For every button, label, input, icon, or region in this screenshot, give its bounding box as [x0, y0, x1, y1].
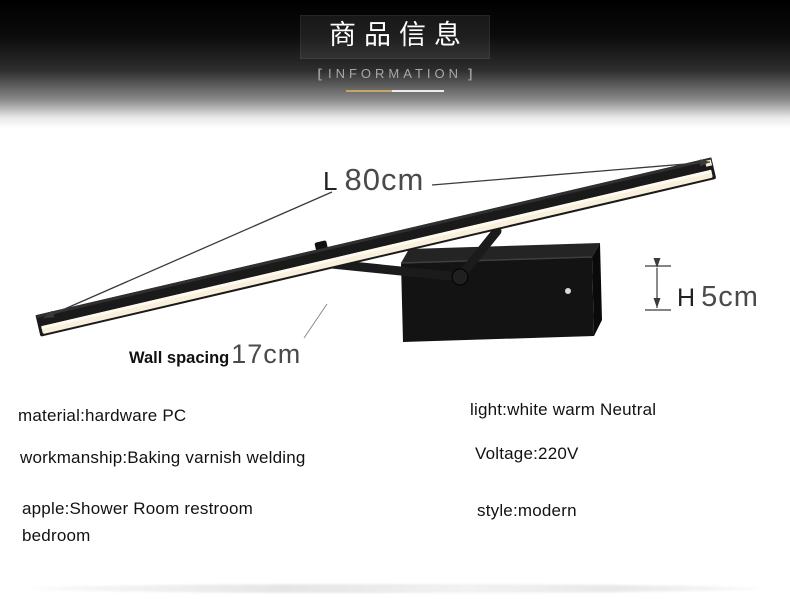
- wall-spacing-annotation: Wall spacing 17cm: [129, 339, 301, 370]
- length-annotation: L 80cm: [323, 162, 424, 198]
- mounting-box: [400, 243, 602, 342]
- pivot-joint: [451, 268, 469, 286]
- lamp-bar-top-highlight: [35, 157, 712, 319]
- led-strip-glow: [41, 169, 712, 330]
- length-label: L: [323, 166, 338, 196]
- wall-spacing-leader-line: [303, 303, 328, 339]
- spec-style: style:modern: [477, 501, 577, 520]
- bracket-right: ]: [468, 65, 473, 81]
- information-label: INFORMATION: [327, 65, 463, 81]
- height-annotation: H 5cm: [677, 281, 759, 314]
- length-dim-line-left: [43, 191, 333, 319]
- bottom-shadow-smudge: [30, 584, 760, 593]
- bracket-left: [: [317, 65, 322, 81]
- header-banner: 商品信息 [ INFORMATION ]: [0, 0, 790, 128]
- spec-light-color: light:white warm Neutral: [470, 400, 657, 419]
- lamp-bar: [35, 157, 716, 337]
- length-dim-line-right: [431, 159, 711, 186]
- length-dimension-lines: [43, 159, 711, 319]
- divider-light-segment: [392, 89, 444, 92]
- height-dimension-lines: [645, 258, 671, 311]
- swing-arms: [327, 226, 502, 282]
- length-value: 80cm: [344, 162, 425, 197]
- wall-spacing-label: Wall spacing: [129, 349, 230, 367]
- spec-application: apple:Shower Room restroom bedroom: [22, 499, 254, 546]
- two-tone-divider: [346, 89, 444, 92]
- indicator-dot: [565, 288, 571, 294]
- spec-voltage: Voltage:220V: [475, 444, 579, 463]
- divider-gold-segment: [346, 89, 392, 92]
- arm-right: [455, 226, 502, 282]
- mounting-box-edge-highlight: [400, 256, 593, 264]
- spec-material: material:hardware PC: [18, 406, 187, 425]
- arm-left: [327, 259, 465, 282]
- page-title: 商品信息: [300, 15, 490, 59]
- spec-workmanship: workmanship:Baking varnish welding: [20, 448, 306, 467]
- mounting-box-side: [592, 243, 602, 336]
- wall-spacing-value: 17cm: [231, 339, 302, 369]
- information-subtitle: [ INFORMATION ]: [318, 66, 473, 81]
- height-label: H: [677, 284, 696, 312]
- height-value: 5cm: [701, 281, 759, 313]
